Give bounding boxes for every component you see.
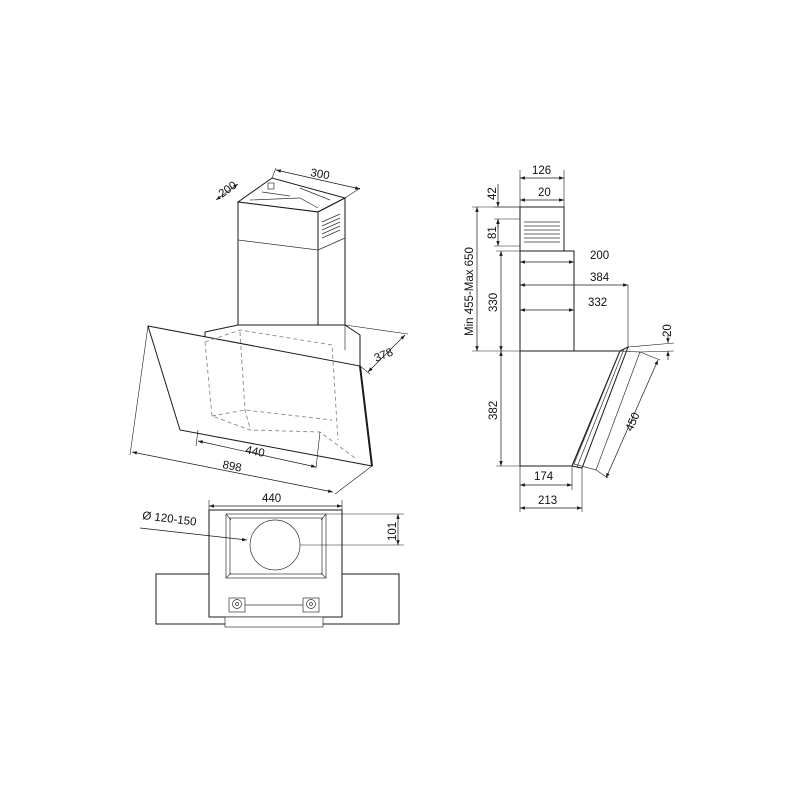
- side-chimney-top: [519, 206, 565, 252]
- hidden-canopy-outline: [204, 329, 356, 459]
- dim-body-height: 382: [488, 401, 500, 420]
- dim-base-depth-213: 213: [538, 495, 557, 507]
- front-view: 200 300 378 440 898: [129, 167, 409, 495]
- dim-chimney-height: 330: [488, 293, 500, 312]
- dim-height-range: Min 455-Max 650: [464, 247, 476, 336]
- side-view: 126 20 42 81 Min 455-Max 650 330 200 384: [464, 165, 675, 512]
- chimney-top-notch: [267, 182, 275, 190]
- dim-top-width: 126: [532, 165, 551, 177]
- duct-circle: [249, 519, 301, 571]
- dim-duct-diameter: Ø 120-150: [142, 510, 197, 529]
- chimney-side: [317, 197, 346, 341]
- chimney-vent-slots: [321, 213, 341, 239]
- dim-canopy-depth: 378: [373, 346, 395, 364]
- dim-side-depth-332: 332: [588, 297, 607, 309]
- dim-overall-width: 898: [221, 459, 242, 474]
- dim-base-depth-174: 174: [534, 471, 554, 483]
- side-chimney-body: [519, 250, 575, 352]
- duct-frame: [225, 513, 327, 579]
- dim-glass-offset: 20: [662, 324, 674, 337]
- dim-chimney-width: 300: [309, 167, 330, 182]
- screw-icon: [306, 599, 316, 609]
- dim-vent-height: 81: [487, 226, 499, 239]
- screw-icon: [232, 599, 242, 609]
- dim-bottom-inner-width: 440: [262, 493, 281, 505]
- dim-inner-width: 440: [244, 444, 265, 460]
- dim-side-depth-200: 200: [590, 250, 609, 262]
- bottom-view: 440 Ø 120-150 101: [139, 493, 404, 628]
- dim-glass-length: 450: [624, 411, 643, 433]
- dim-side-depth-384: 384: [590, 272, 610, 284]
- dim-top-inner: 20: [538, 187, 551, 199]
- chimney-front: [237, 201, 319, 341]
- side-vent-slots: [524, 221, 560, 243]
- dim-top-height: 42: [487, 187, 499, 200]
- dim-duct-offset: 101: [387, 522, 399, 541]
